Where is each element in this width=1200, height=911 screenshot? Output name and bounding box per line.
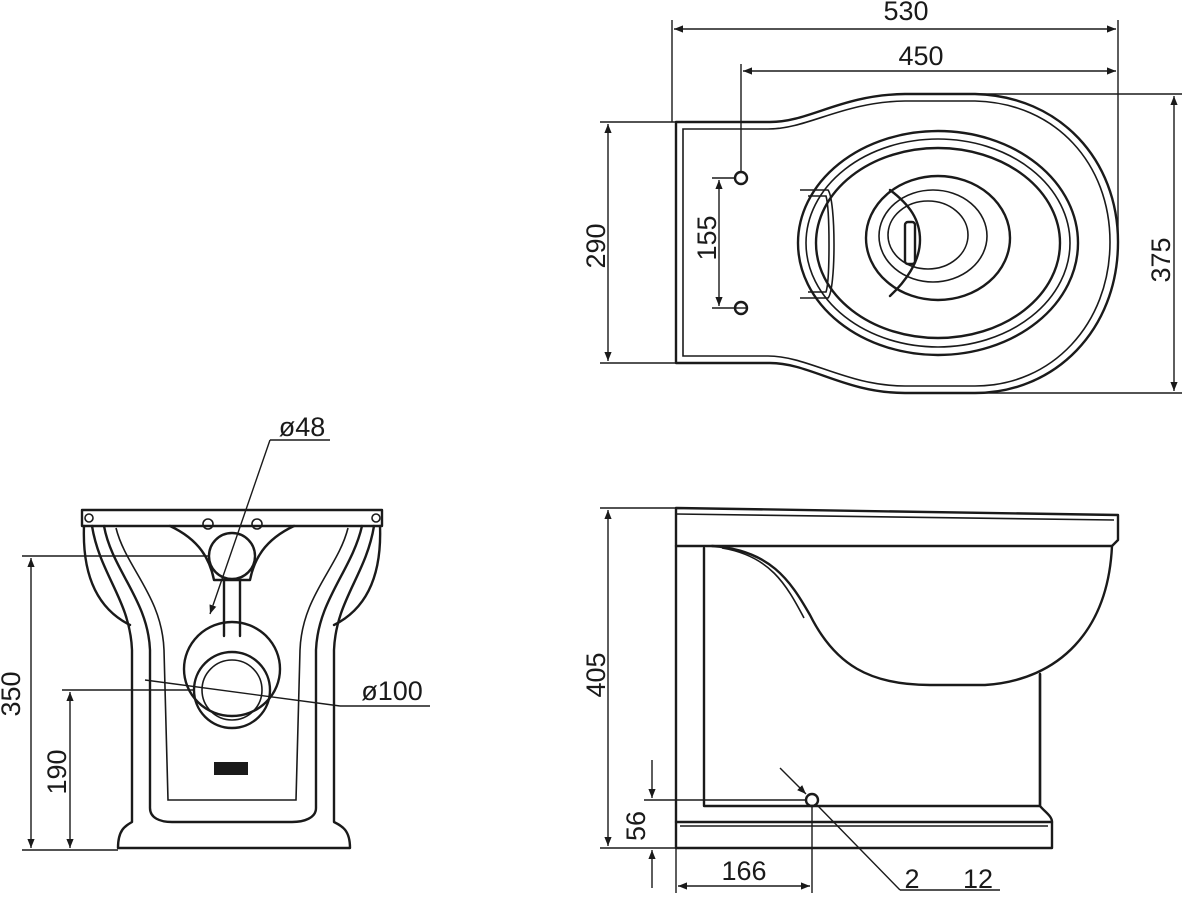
bowl-rim <box>814 146 1062 340</box>
label-plate <box>214 762 248 775</box>
rear-view-rim <box>80 508 384 528</box>
dim-outlet-diameter: ø100 <box>361 676 423 706</box>
dim-fixing-hole-size: 12 <box>963 864 993 894</box>
dim-fixing-hole-count: 2 <box>904 864 919 894</box>
top-view: 530 450 290 375 155 <box>581 0 1182 395</box>
rear-view: ø48 ø100 350 190 <box>0 412 430 851</box>
fixing-hole-side <box>804 792 820 808</box>
rear-view-body <box>90 524 376 850</box>
dim-fixing-spacing: 155 <box>692 215 722 260</box>
top-view-inner-outline <box>682 100 1111 387</box>
side-view-bowl <box>710 544 1114 687</box>
side-view-rim <box>674 506 1120 548</box>
dim-overall-width: 375 <box>1146 237 1176 282</box>
bowl-rim-outer <box>796 129 1080 357</box>
inlet-pipe <box>207 531 257 581</box>
trap-outlet <box>903 220 917 266</box>
side-view: 2 12 405 56 166 <box>581 506 1120 894</box>
dim-overall-length: 530 <box>883 0 928 26</box>
dim-depth-at-back: 290 <box>581 223 611 268</box>
side-view-base <box>674 820 1054 850</box>
dim-fixing-from-back: 166 <box>721 856 766 886</box>
dim-fixing-to-front: 450 <box>898 41 943 71</box>
outlet-socket-outer <box>182 620 282 718</box>
dim-inlet-diameter: ø48 <box>279 412 326 442</box>
dim-outlet-height: 190 <box>42 749 72 794</box>
dim-fixing-height: 56 <box>621 811 651 841</box>
top-view-outline <box>674 92 1120 395</box>
dim-inlet-height: 350 <box>0 671 26 716</box>
bowl-inner <box>864 174 1012 302</box>
seat-hinge-left <box>800 189 835 299</box>
fixing-hole-top <box>733 170 749 186</box>
dim-overall-height: 405 <box>581 652 611 697</box>
bowl-rim-inner <box>805 138 1071 348</box>
